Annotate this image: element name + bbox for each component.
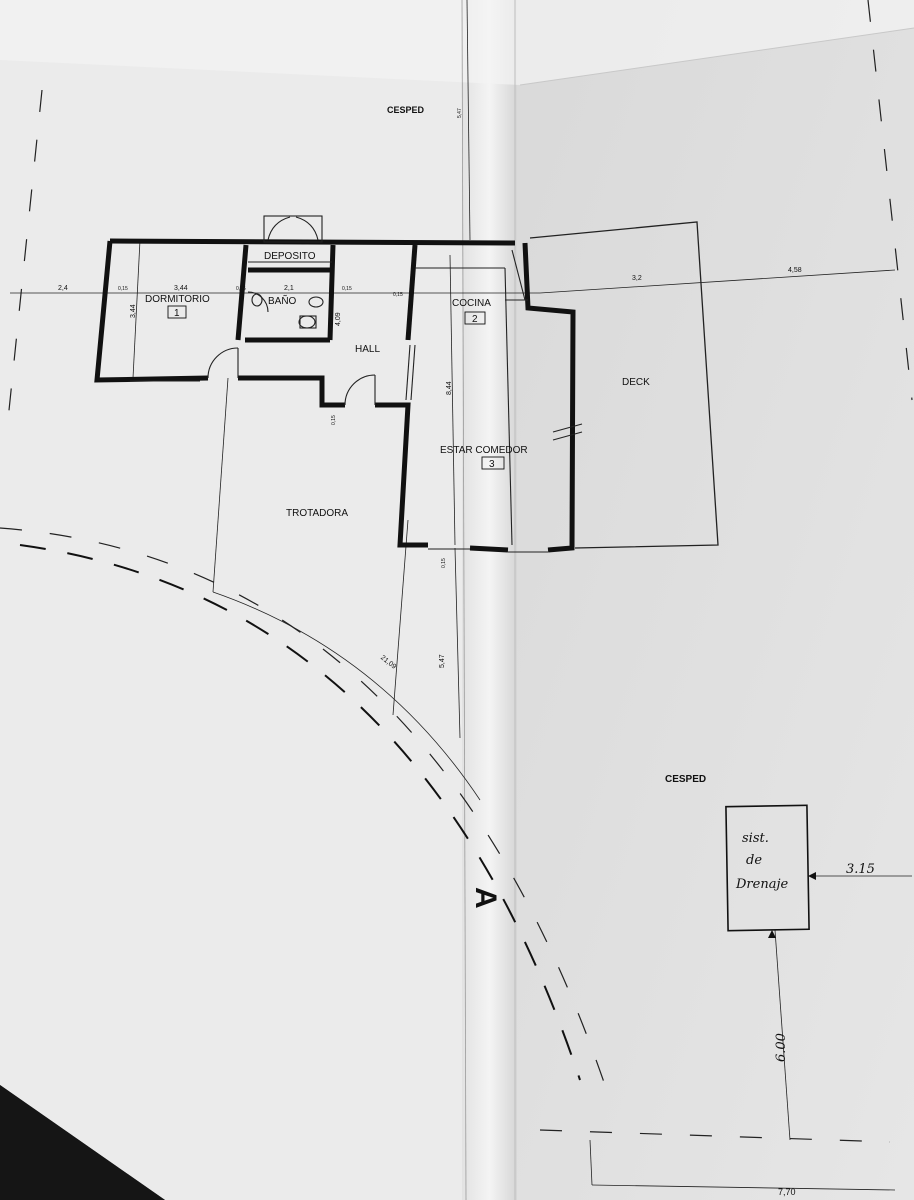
tank-label-line3: Drenaje — [735, 877, 788, 892]
dim-0-15-f: 0,15 — [441, 558, 447, 568]
cesped-bottom-label: CESPED — [665, 774, 706, 785]
dim-7-70: 7,70 — [778, 1187, 796, 1197]
dim-3-2: 3,2 — [632, 275, 642, 282]
cocina-number: 2 — [472, 314, 478, 325]
dormitorio-label: DORMITORIO — [145, 294, 210, 305]
dim-0-15-a: 0,15 — [118, 286, 128, 292]
dim-2-4: 2,4 — [58, 285, 68, 292]
section-mark-a: A — [469, 887, 502, 909]
trotadora-label: TROTADORA — [286, 508, 348, 519]
cocina-label: COCINA — [452, 298, 491, 309]
dim-3-15: 3.15 — [846, 862, 875, 877]
bano-label: BAÑO — [268, 294, 297, 307]
property-boundary — [0, 0, 912, 1142]
dim-6-00: 6.00 — [774, 1033, 789, 1062]
tank-label-line2: de — [746, 853, 762, 868]
hall-label: HALL — [355, 344, 380, 355]
dormitorio-number-box — [167, 305, 187, 319]
dim-5-47: 5,47 — [439, 654, 446, 668]
estar-number-box — [481, 456, 505, 470]
dim-3-44-b: 3,44 — [130, 304, 137, 318]
dim-0-15-d: 0,15 — [393, 292, 403, 298]
dim-4-58: 4,58 — [788, 267, 802, 274]
tank-label-line1: sist. — [742, 831, 769, 846]
dim-8-44: 8,44 — [446, 381, 453, 395]
dim-0-15-b: 0,15 — [236, 286, 246, 292]
dormitorio-number: 1 — [174, 308, 180, 319]
interior-lines — [130, 215, 583, 553]
estar-number: 3 — [489, 459, 495, 470]
dim-2-1: 2,1 — [284, 285, 294, 292]
dim-5-47-top: 5,47 — [457, 108, 463, 118]
dim-4-09: 4,09 — [335, 312, 342, 326]
section-cut-line — [19, 544, 581, 1081]
cocina-number-box — [464, 311, 486, 325]
cesped-top-label: CESPED — [387, 105, 425, 115]
drainage-system-box — [725, 804, 816, 938]
deposito-label: DEPOSITO — [264, 251, 316, 262]
estar-comedor-label: ESTAR COMEDOR — [440, 445, 528, 456]
dim-3-44-a: 3,44 — [174, 285, 188, 292]
dim-0-15-c: 0,15 — [342, 286, 352, 292]
deck-outline — [529, 221, 719, 549]
dimension-lines — [10, 0, 912, 1191]
dim-0-15-e: 0,15 — [331, 415, 337, 425]
deck-label: DECK — [622, 377, 650, 388]
